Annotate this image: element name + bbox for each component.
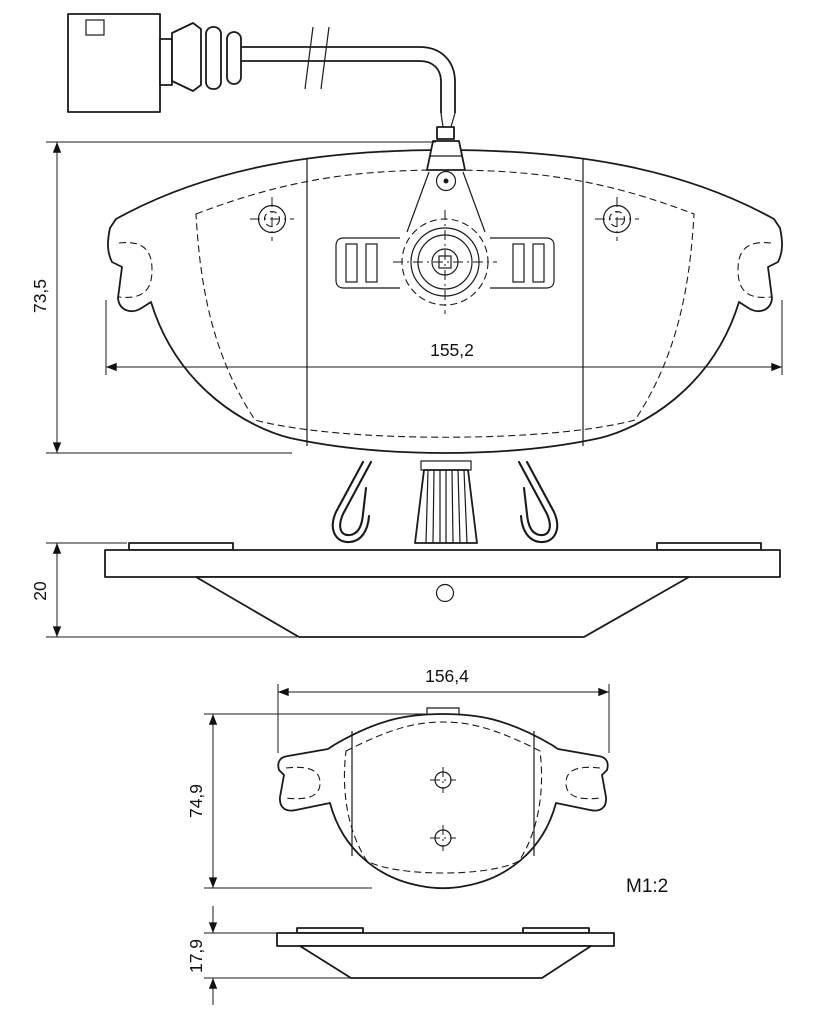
dim-label-pad1-height: 73,5 (30, 279, 50, 313)
dim-label-pad2-thickness: 17,9 (186, 939, 206, 973)
retaining-springs (331, 460, 559, 544)
wear-sensor-connector (67, 13, 242, 113)
dim-pad2-width: 156,4 (277, 666, 610, 753)
pad1-right-wing (490, 237, 555, 289)
sensor-wire (241, 46, 456, 128)
sensor-holder (414, 460, 478, 544)
dim-pad1-thickness: 20 (30, 542, 297, 638)
dim-label-pad1-thickness: 20 (30, 581, 50, 601)
scale-label: M1:2 (626, 876, 668, 897)
pad1-side-view (104, 542, 781, 638)
wire-break-marks (304, 26, 330, 90)
pad1-front-view (107, 126, 783, 454)
pad1-right-hole (595, 197, 639, 241)
dim-pad2-height: 74,9 (186, 713, 426, 889)
pad1-left-hole (250, 197, 294, 241)
pad2-front-view (277, 707, 609, 890)
pad2-lower-hole (430, 825, 456, 851)
pad2-side-view (276, 927, 615, 979)
pad1-left-wing (335, 237, 400, 289)
dim-label-pad1-width: 155,2 (430, 340, 474, 360)
pad2-outline (277, 713, 609, 890)
dim-pad1-height: 73,5 (30, 141, 436, 454)
dim-pad1-width: 155,2 (105, 300, 783, 375)
pad1-outline (107, 149, 783, 454)
pad1-center-hub (393, 210, 497, 314)
dim-pad2-thickness: 17,9 (186, 906, 352, 1005)
pad2-upper-hole (430, 767, 456, 793)
right-spring (517, 460, 559, 544)
dim-label-pad2-width: 156,4 (425, 666, 469, 686)
pad1-friction-outline (195, 169, 695, 438)
wear-sensor-body (406, 126, 486, 233)
left-spring (331, 460, 373, 544)
dim-label-pad2-height: 74,9 (186, 784, 206, 818)
